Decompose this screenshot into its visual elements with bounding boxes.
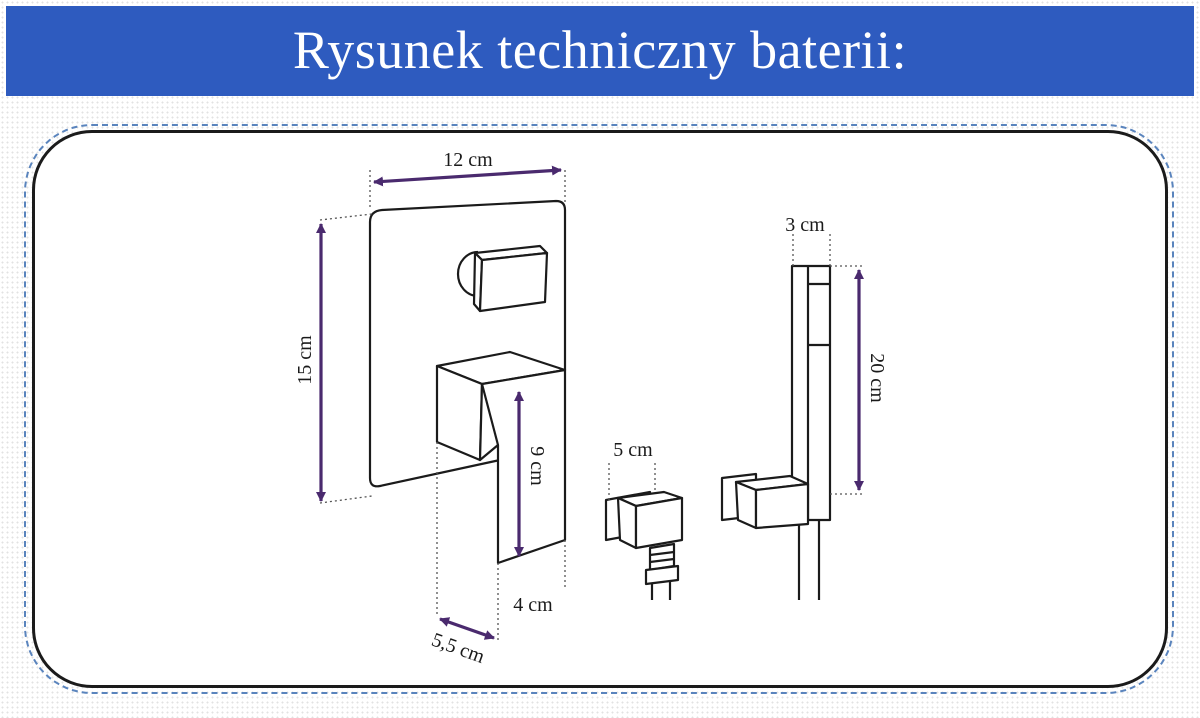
dimension-arrows [316,165,864,640]
dim-lever-height-label: 9 cm [526,446,548,486]
mixer-plate [368,199,567,488]
dim-lever-depth-label: 4 cm [513,594,553,616]
extension-lines-mixer [319,170,566,640]
shower-holder [720,472,810,530]
dim-shower-height-label: 20 cm [866,353,888,403]
dim-plate-height-label: 15 cm [294,335,316,385]
dim-arrow-plate-width [373,165,562,187]
extension-lines-shower [792,234,862,495]
drawing-frame [32,130,1168,688]
diverter-knob [456,244,549,313]
dim-mixer-depth-label: 5,5 cm [429,629,488,668]
dim-plate-width-label: 12 cm [443,149,493,171]
dim-outlet-width-label: 5 cm [613,439,653,461]
title-banner: Rysunek techniczny baterii: [6,6,1194,96]
dim-arrow-mixer-depth [439,617,495,640]
wall-outlet [604,490,684,600]
drawing-frame-dashed [24,124,1174,694]
extension-lines-outlet [608,463,656,500]
hand-shower [790,264,832,600]
page-title: Rysunek techniczny baterii: [292,20,908,80]
dim-shower-width-label: 3 cm [785,214,825,236]
